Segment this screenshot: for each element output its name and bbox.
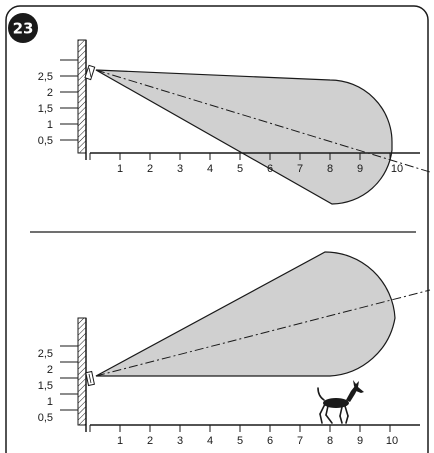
x-tick-label: 8 bbox=[327, 435, 333, 447]
y-tick-label: 1,5 bbox=[38, 380, 53, 392]
x-tick-label: 5 bbox=[237, 435, 243, 447]
x-tick-label: 7 bbox=[297, 163, 303, 175]
y-tick-label: 2,5 bbox=[38, 71, 53, 83]
x-tick-label: 2 bbox=[147, 163, 153, 175]
sensor-icon bbox=[84, 64, 96, 81]
y-axis-bottom: 2,5 2 1,5 1 0,5 bbox=[38, 345, 78, 424]
y-tick-label: 1 bbox=[47, 119, 53, 131]
diagram-bottom: 2,5 2 1,5 1 0,5 1 2 3 4 5 6 7 8 bbox=[38, 251, 431, 447]
y-tick-label: 0,5 bbox=[38, 412, 53, 424]
wall-bottom bbox=[77, 317, 87, 426]
x-tick-label: 4 bbox=[207, 435, 213, 447]
x-tick-label: 6 bbox=[267, 435, 273, 447]
x-tick-label: 6 bbox=[267, 163, 273, 175]
x-tick-label: 9 bbox=[357, 163, 363, 175]
x-tick-label: 10 bbox=[386, 435, 398, 447]
x-tick-label: 10 bbox=[391, 163, 403, 175]
x-tick-label: 4 bbox=[207, 163, 213, 175]
x-axis-top: 1 2 3 4 5 6 7 8 9 10 bbox=[89, 153, 403, 175]
x-tick-label: 9 bbox=[357, 435, 363, 447]
figure-frame bbox=[5, 5, 429, 453]
x-tick-label: 5 bbox=[237, 163, 243, 175]
y-tick-label: 1,5 bbox=[38, 103, 53, 115]
y-tick-label: 0,5 bbox=[38, 135, 53, 147]
y-tick-label: 2 bbox=[47, 364, 53, 376]
x-axis-bottom: 1 2 3 4 5 6 7 8 9 10 bbox=[89, 425, 398, 447]
x-tick-label: 3 bbox=[177, 435, 183, 447]
svg-text:23: 23 bbox=[13, 20, 34, 38]
sensor-axis-bottom bbox=[95, 289, 431, 377]
sensor-axis-top bbox=[95, 69, 431, 173]
figure-number-badge: 23 bbox=[8, 13, 38, 43]
y-tick-label: 2 bbox=[47, 87, 53, 99]
y-tick-label: 1 bbox=[47, 396, 53, 408]
x-tick-label: 1 bbox=[117, 435, 123, 447]
detection-zone-top bbox=[95, 69, 393, 205]
detection-zone-bottom bbox=[95, 251, 396, 377]
y-axis-top: 2,5 2 1,5 1 0,5 bbox=[38, 59, 78, 147]
dog-icon bbox=[317, 380, 364, 424]
x-tick-label: 8 bbox=[327, 163, 333, 175]
x-tick-label: 1 bbox=[117, 163, 123, 175]
y-tick-label: 2,5 bbox=[38, 348, 53, 360]
x-tick-label: 7 bbox=[297, 435, 303, 447]
x-tick-label: 2 bbox=[147, 435, 153, 447]
sensor-icon bbox=[85, 370, 95, 387]
wall-top bbox=[77, 39, 87, 154]
diagram-top: 2,5 2 1,5 1 0,5 1 2 3 4 5 6 7 8 bbox=[38, 39, 431, 205]
x-tick-label: 3 bbox=[177, 163, 183, 175]
